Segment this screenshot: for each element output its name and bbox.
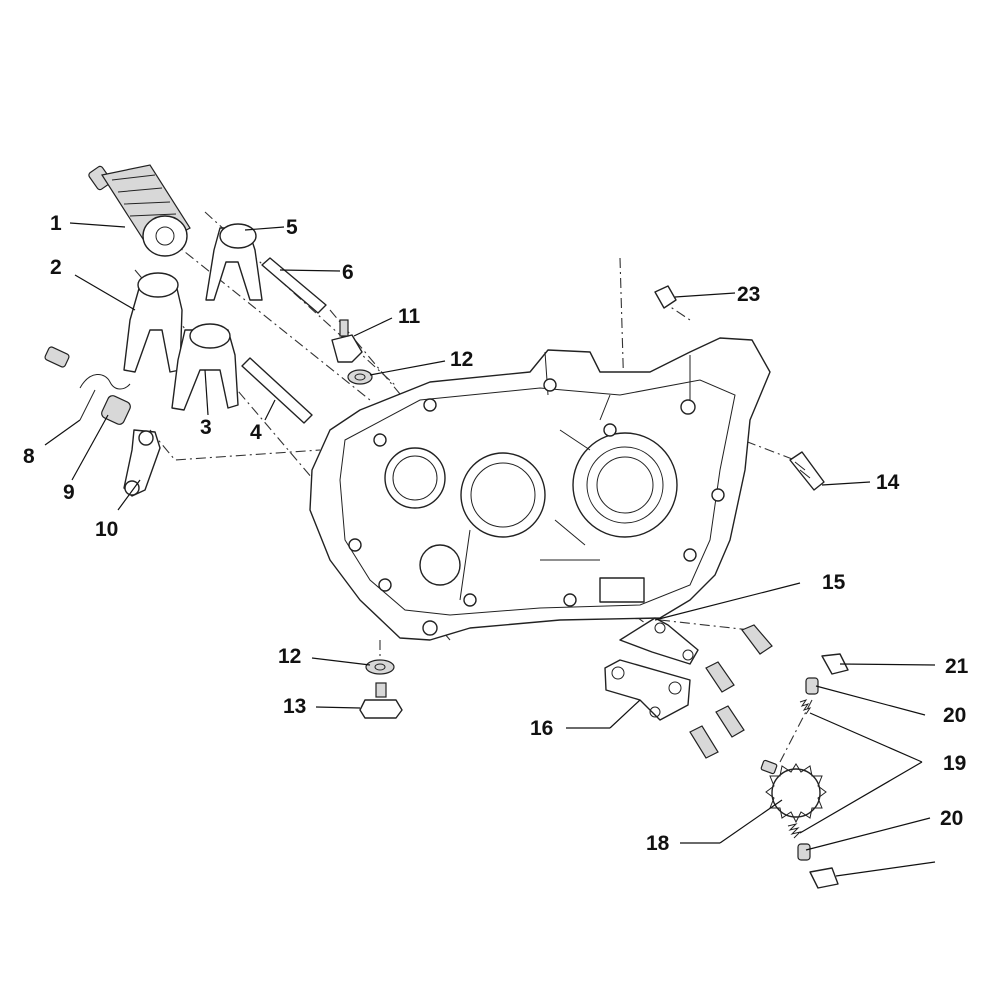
- shift-drum: [88, 164, 191, 257]
- callout-13: 13: [283, 695, 306, 718]
- callout-15: 15: [822, 571, 846, 594]
- oil-pump-gear: [760, 759, 827, 824]
- fork-shaft-upper: [261, 257, 327, 314]
- callout-labels: 1 2 3 4 5 6 8 9 10 11 12 12 13 14 15 16 …: [23, 212, 969, 855]
- drain-bolt: [359, 682, 403, 719]
- callout-23: 23: [737, 283, 760, 306]
- retaining-plate-lower: [604, 659, 691, 721]
- callout-20-lower: 20: [940, 807, 963, 830]
- callout-14: 14: [876, 471, 900, 494]
- shift-fork-upper: [205, 223, 263, 301]
- gear-retainers: [809, 653, 849, 889]
- callout-6: 6: [342, 261, 354, 284]
- callout-20-upper: 20: [943, 704, 966, 727]
- callout-5: 5: [286, 216, 298, 239]
- crankcase-bolt-bosses: [348, 378, 725, 636]
- callout-16: 16: [530, 717, 553, 740]
- callout-leader-lines: [44, 222, 936, 877]
- callout-21: 21: [945, 655, 969, 678]
- gear-springs: [787, 699, 812, 839]
- neutral-switch-plug: [331, 319, 363, 363]
- plate-bolts: [689, 624, 773, 759]
- stopper-lever-assembly: [44, 346, 161, 497]
- callout-11: 11: [398, 305, 421, 328]
- callout-19: 19: [943, 752, 966, 775]
- dowel-pin: [654, 285, 677, 309]
- callout-1: 1: [50, 212, 62, 235]
- oil-jet-stud: [789, 451, 825, 491]
- callout-9: 9: [63, 481, 75, 504]
- callout-10: 10: [95, 518, 118, 541]
- callout-3: 3: [200, 416, 212, 439]
- callout-12-upper: 12: [450, 348, 473, 371]
- callout-12-lower: 12: [278, 645, 301, 668]
- sealing-washer-lower: [365, 659, 395, 675]
- callout-18: 18: [646, 832, 670, 855]
- shift-fork-middle: [171, 323, 239, 411]
- retaining-plate-upper: [619, 617, 699, 665]
- gear-pins: [797, 677, 819, 861]
- shift-fork-left: [123, 272, 183, 373]
- crankcase-half: [309, 337, 771, 641]
- fork-shaft-lower: [241, 357, 313, 424]
- sealing-washer-upper: [347, 369, 373, 385]
- callout-2: 2: [50, 256, 62, 279]
- callout-8: 8: [23, 445, 35, 468]
- callout-4: 4: [250, 421, 262, 444]
